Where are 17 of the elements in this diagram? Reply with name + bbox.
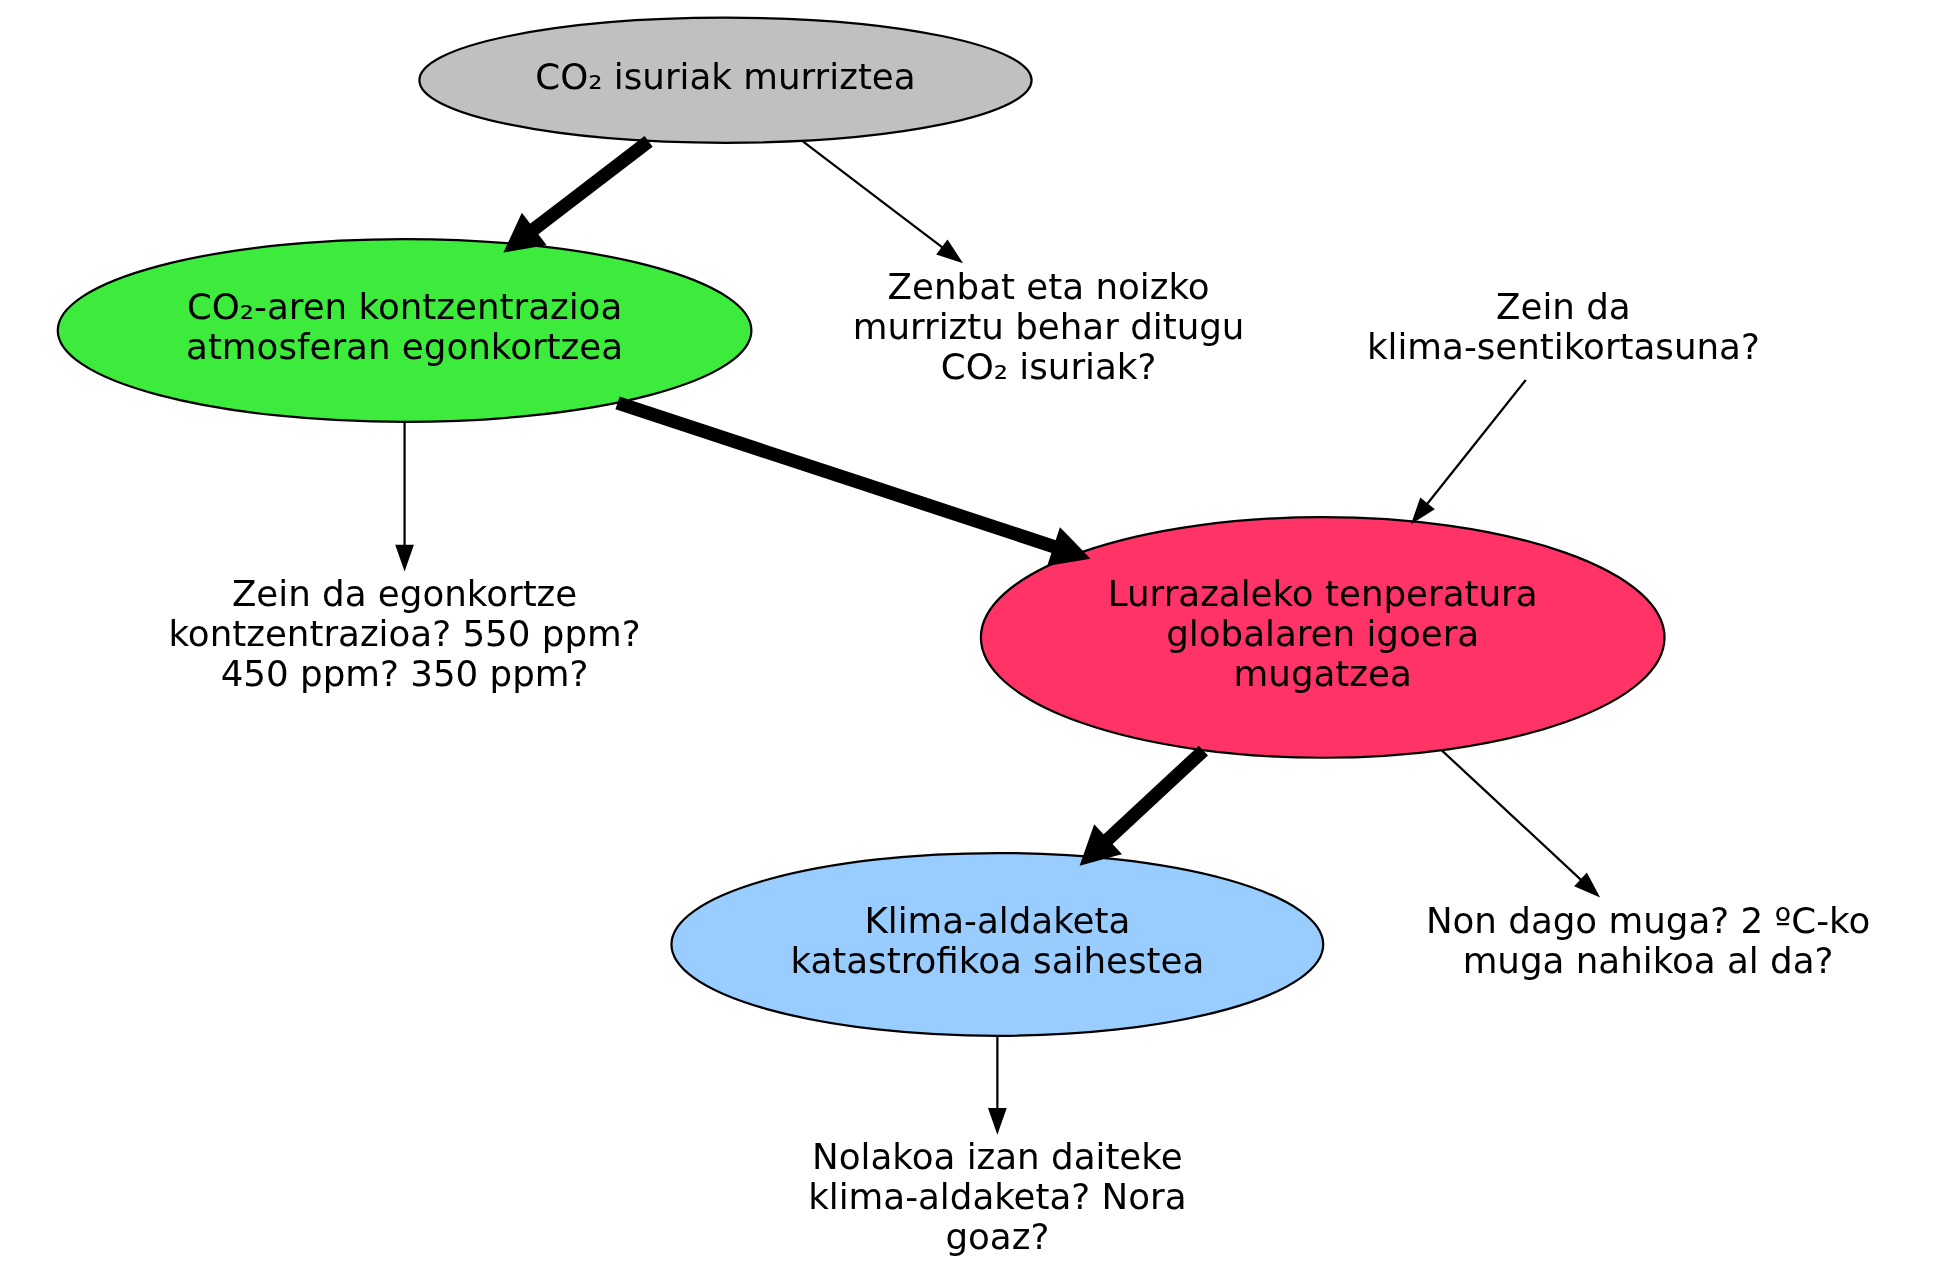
node-ellipse: Klima-aldaketa katastrofikoa saihestea xyxy=(670,851,1325,1037)
arrow xyxy=(1410,379,1527,525)
node-text: Non dago muga? 2 ºC-ko muga nahikoa al da? xyxy=(1425,899,1871,981)
arrow xyxy=(503,136,653,253)
node-ellipse: CO₂-aren kontzentrazioa atmosferan egonkortzea xyxy=(56,237,753,423)
node-text: Zein da klima-sentikortasuna? xyxy=(1366,285,1760,367)
node-text: Zenbat eta noizko murriztu behar ditugu CO₂ isuriak? xyxy=(852,265,1245,388)
node-text: Zein da egonkortze kontzentrazioa? 550 ppm? 450 ppm? 350 ppm? xyxy=(168,572,641,695)
node-text: Nolakoa izan daiteke klima-aldaketa? Nora goaz? xyxy=(808,1136,1187,1258)
arrow xyxy=(1441,749,1601,898)
arrow xyxy=(395,422,414,572)
arrow xyxy=(802,140,964,264)
node-ellipse: CO₂ isuriak murriztea xyxy=(418,16,1033,144)
arrow xyxy=(1079,745,1208,866)
arrow xyxy=(987,1036,1007,1135)
arrow xyxy=(615,396,1091,566)
node-ellipse: Lurrazaleko tenperatura globalaren igoera mugatzea xyxy=(979,516,1666,759)
